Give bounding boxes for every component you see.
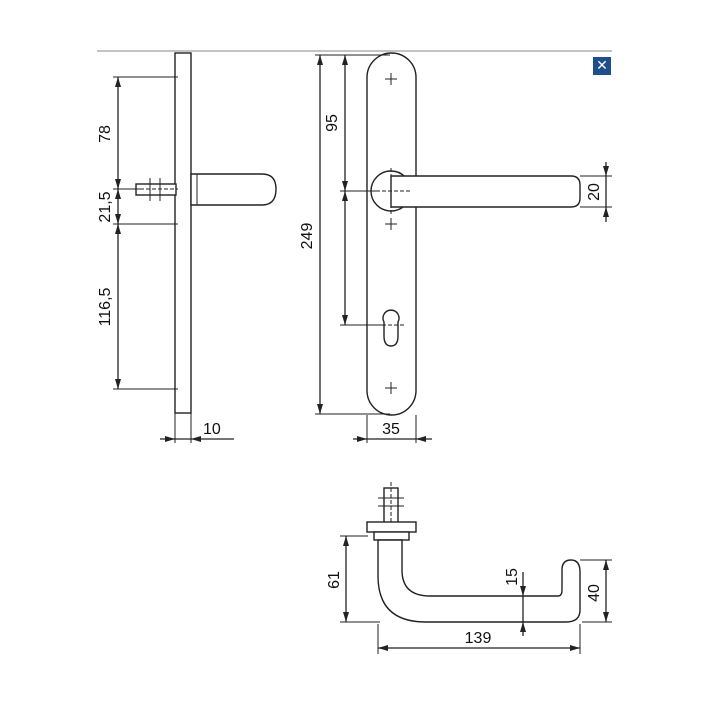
dim-side-top: 78 bbox=[97, 125, 114, 143]
dim-side-spindle: 21,5 bbox=[97, 191, 114, 222]
cylinder-hole bbox=[382, 309, 400, 347]
dim-lever-tip: 40 bbox=[586, 584, 603, 602]
dim-front-total: 249 bbox=[299, 223, 316, 250]
dim-front-handle-height: 20 bbox=[586, 183, 603, 201]
front-lever bbox=[390, 175, 581, 208]
side-handle bbox=[190, 173, 277, 206]
dim-lever-grip: 15 bbox=[504, 568, 521, 586]
lever-body bbox=[377, 539, 581, 623]
dim-lever-length: 139 bbox=[465, 630, 492, 647]
front-view: 249 95 20 35 bbox=[299, 52, 612, 443]
side-backplate bbox=[174, 52, 192, 414]
dim-lever-height: 61 bbox=[326, 571, 343, 589]
close-button[interactable]: ✕ bbox=[593, 57, 611, 75]
lever-collar bbox=[373, 531, 410, 541]
lever-top-view: 61 15 40 139 bbox=[326, 482, 612, 654]
dim-front-width: 35 bbox=[382, 421, 400, 438]
dim-side-thickness: 10 bbox=[203, 421, 221, 438]
dim-side-bottom: 116,5 bbox=[97, 287, 114, 326]
side-view: 78 21,5 116,5 10 bbox=[97, 52, 277, 443]
dim-front-to-handle: 95 bbox=[324, 114, 341, 132]
lever-rose bbox=[366, 521, 417, 533]
front-backplate bbox=[366, 52, 417, 416]
